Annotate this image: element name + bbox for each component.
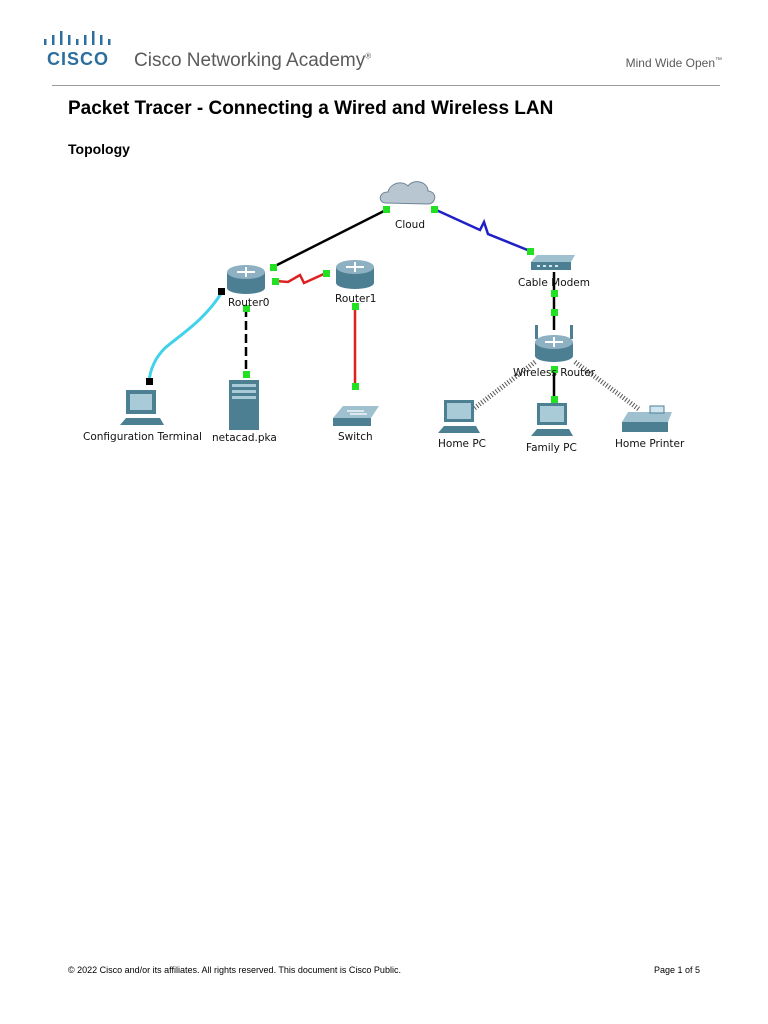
label-config-terminal: Configuration Terminal (83, 431, 202, 443)
footer-copyright: © 2022 Cisco and/or its affiliates. All … (68, 965, 401, 975)
config-terminal-icon (120, 390, 164, 425)
cisco-logo-icon (44, 31, 111, 45)
home-printer-icon (622, 405, 672, 432)
family-pc-icon (531, 403, 573, 436)
cloud-icon (379, 181, 436, 205)
console-port-light (218, 288, 225, 295)
label-switch: Switch (338, 431, 373, 443)
switch-icon (333, 406, 379, 426)
link-console-terminal (147, 291, 224, 383)
link-router0-router1 (275, 271, 327, 285)
links (147, 207, 642, 413)
document-title: Packet Tracer - Connecting a Wired and W… (68, 98, 554, 119)
academy-name: Cisco Networking Academy® (134, 50, 372, 71)
label-home-printer: Home Printer (615, 438, 685, 450)
wireless-router-icon (535, 325, 573, 362)
label-server: netacad.pka (212, 432, 277, 444)
cisco-logo-text: CISCO (47, 49, 110, 69)
footer-page-number: Page 1 of 5 (653, 965, 700, 975)
link-lights (243, 206, 558, 403)
wireless-link-home-pc (470, 360, 537, 412)
topology-diagram: Cloud Cable Modem Router0 Router1 Wirele… (83, 181, 685, 454)
cable-modem-icon (531, 255, 575, 270)
terminal-port-light (146, 378, 153, 385)
header-divider (52, 85, 720, 86)
server-icon (229, 380, 259, 430)
section-heading-topology: Topology (68, 141, 130, 157)
label-router1: Router1 (335, 293, 376, 305)
home-pc-icon (438, 400, 480, 433)
router1-icon (336, 260, 374, 289)
page-header: CISCO Cisco Networking Academy® Mind Wid… (0, 0, 768, 90)
label-family-pc: Family PC (526, 442, 577, 454)
label-home-pc: Home PC (438, 438, 486, 450)
label-wireless-router: Wireless Router (513, 367, 596, 379)
label-cable-modem: Cable Modem (518, 277, 590, 289)
link-router0-cloud (272, 208, 387, 269)
link-cloud-modem (433, 207, 531, 253)
label-router0: Router0 (228, 297, 269, 309)
router0-icon (227, 265, 265, 294)
label-cloud: Cloud (395, 219, 425, 231)
tagline: Mind Wide Open™ (625, 56, 722, 70)
